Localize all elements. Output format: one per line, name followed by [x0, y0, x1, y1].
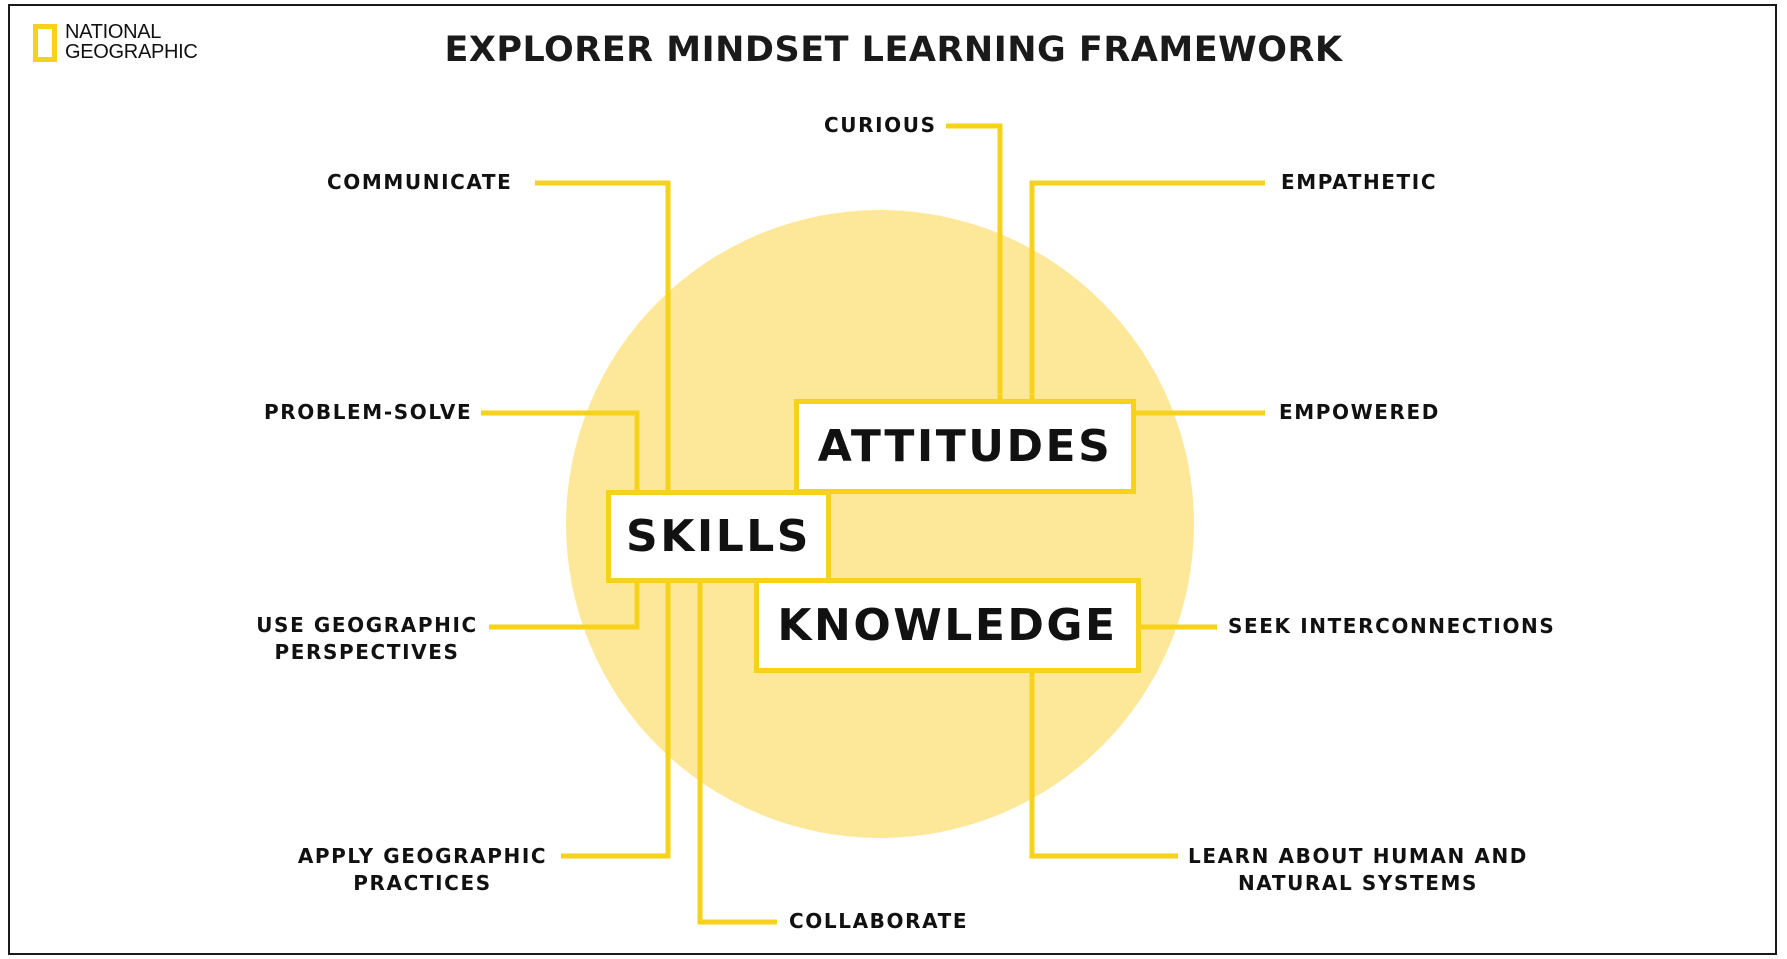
skills-box: SKILLS	[606, 490, 831, 583]
national-geographic-logo: NATIONAL GEOGRAPHIC	[33, 22, 198, 62]
label-empowered: EMPOWERED	[1279, 400, 1441, 424]
connector-empathetic	[1029, 180, 1265, 402]
label-communicate: COMMUNICATE	[327, 170, 513, 194]
page-title: EXPLORER MINDSET LEARNING FRAMEWORK	[444, 30, 1343, 70]
label-collaborate: COLLABORATE	[789, 909, 969, 933]
label-seek-interconnections: SEEK INTERCONNECTIONS	[1228, 614, 1556, 638]
knowledge-box: KNOWLEDGE	[754, 578, 1141, 673]
connector-problem-solve	[481, 410, 640, 494]
yellow-border-icon	[33, 24, 57, 62]
brand-line-2: GEOGRAPHIC	[65, 41, 198, 63]
connector-apply-geographic	[561, 580, 671, 859]
label-apply-geographic-practices: APPLY GEOGRAPHIC PRACTICES	[297, 844, 548, 895]
connector-curious	[946, 123, 1003, 402]
connector-collaborate	[697, 580, 777, 925]
label-use-geographic-perspectives: USE GEOGRAPHIC PERSPECTIVES	[256, 613, 478, 664]
connector-communicate	[535, 180, 671, 494]
label-curious: CURIOUS	[824, 113, 937, 137]
label-problem-solve: PROBLEM-SOLVE	[264, 400, 473, 424]
brand-line-1: NATIONAL	[65, 21, 162, 43]
background-circle	[566, 210, 1194, 838]
attitudes-box: ATTITUDES	[794, 399, 1136, 494]
label-learn-human-natural-systems: LEARN ABOUT HUMAN AND NATURAL SYSTEMS	[1187, 844, 1529, 895]
label-empathetic: EMPATHETIC	[1281, 170, 1438, 194]
connector-learn	[1029, 670, 1178, 859]
connector-use-geographic	[489, 580, 640, 630]
